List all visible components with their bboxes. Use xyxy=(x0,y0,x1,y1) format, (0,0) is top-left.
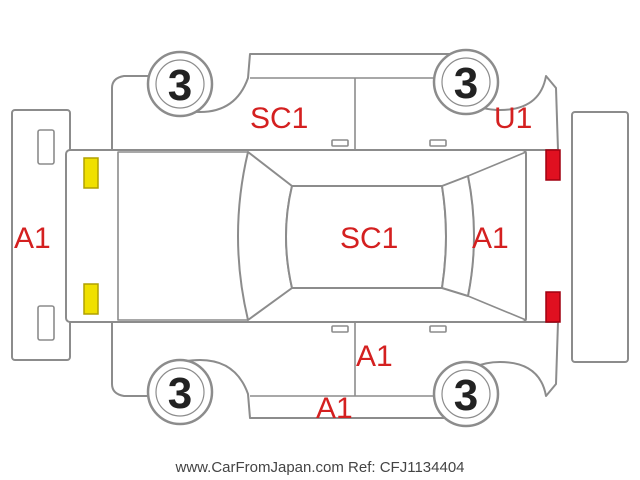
rear-light-top xyxy=(545,149,561,181)
tire-number: 3 xyxy=(454,59,478,108)
damage-code-left-rear-door: SC1 xyxy=(250,102,308,135)
watermark-text: www.CarFromJapan.com Ref: CFJ1134404 xyxy=(175,459,465,476)
front-light-top xyxy=(83,157,99,189)
rear-bumper xyxy=(571,111,629,363)
top-view-body xyxy=(65,149,527,323)
damage-code-right-rocker: A1 xyxy=(316,392,353,425)
tire-number: 3 xyxy=(168,61,192,110)
tire-rear-left: 3 xyxy=(432,48,500,116)
tire-front-right: 3 xyxy=(146,358,214,426)
rear-light-bottom xyxy=(545,291,561,323)
tire-number: 3 xyxy=(168,369,192,418)
damage-code-front-bumper: A1 xyxy=(14,222,51,255)
front-light-bottom xyxy=(83,283,99,315)
damage-code-left-rear-quarter: U1 xyxy=(494,102,532,135)
tire-front-left: 3 xyxy=(146,50,214,118)
tire-number: 3 xyxy=(454,371,478,420)
tire-rear-right: 3 xyxy=(432,360,500,428)
damage-code-rear-glass-area: A1 xyxy=(472,222,509,255)
damage-code-right-rear-door: A1 xyxy=(356,340,393,373)
damage-code-roof: SC1 xyxy=(340,222,398,255)
